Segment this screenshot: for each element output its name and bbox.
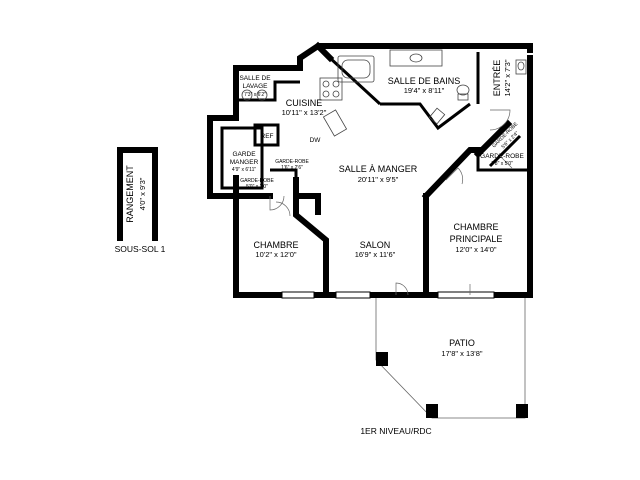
garde-robe-principale-label: GARDE-ROBE: [480, 153, 524, 160]
main-walls: [207, 41, 533, 298]
chambre-principale-label-2: PRINCIPALE: [450, 234, 503, 244]
patio-label: PATIO: [449, 338, 475, 348]
garde-robe-chambre-b-label: GARDE-ROBE: [240, 178, 274, 184]
salle-de-lavage-label-1: SALLE DE: [239, 75, 271, 82]
kitchen-sink-icon: [322, 109, 348, 137]
salle-de-lavage-label-2: LAVAGE: [242, 83, 268, 90]
level-main-label: 1ER NIVEAU/RDC: [360, 426, 431, 436]
salle-a-manger-dims: 20'11" x 9'5": [358, 175, 399, 184]
chambre-label: CHAMBRE: [253, 240, 298, 250]
rangement-dims: 4'0" x 9'3": [138, 177, 147, 210]
dw-label: DW: [310, 137, 322, 144]
dryer-icon: [256, 89, 268, 101]
room-labels: SALLE DE LAVAGE 7'3" x 6'2" CUISINE 10'1…: [230, 59, 525, 358]
garde-robe-chambre-b-dims: 5'0" x 2'0": [246, 184, 268, 190]
rangement-label: RANGEMENT: [125, 165, 135, 223]
bathtub-icon: [337, 55, 375, 83]
doors: [269, 109, 513, 296]
toilet-icon: [456, 84, 470, 96]
garde-robe-chambre-a-label: GARDE-ROBE: [275, 159, 309, 165]
patio-dims: 17'8" x 13'8": [441, 349, 482, 358]
salle-a-manger-label: SALLE À MANGER: [339, 164, 418, 174]
salle-de-lavage-dims: 7'3" x 6'2": [244, 92, 266, 98]
rangement-walls: [117, 147, 158, 241]
entree-dims: 14'2" x 7'3": [503, 59, 512, 96]
rangement-unit: RANGEMENT 4'0" x 9'3": [117, 147, 158, 241]
fixtures: [241, 49, 527, 137]
chambre-dims: 10'2" x 12'0": [255, 250, 296, 259]
garde-robe-principale-dims: 7'8" x 5'0": [491, 161, 513, 167]
ref-label: REF: [261, 133, 274, 140]
patio: [375, 298, 528, 419]
stove-icon: [319, 77, 343, 101]
cuisine-dims: 10'11" x 13'2": [282, 108, 327, 117]
garde-manger-label-1: GARDE: [232, 151, 256, 158]
garde-manger-label-2: MANGER: [230, 159, 259, 166]
garde-robe-chambre-a-dims: 1'6" x 2'6": [281, 165, 303, 171]
salon-dims: 16'9" x 11'6": [355, 250, 396, 259]
entree-label: ENTRÉE: [492, 60, 502, 97]
windows: [281, 291, 495, 299]
chambre-principale-dims: 12'0" x 14'0": [455, 245, 496, 254]
cuisine-label: CUISINE: [286, 98, 323, 108]
chambre-principale-label-1: CHAMBRE: [453, 222, 498, 232]
level-basement-label: SOUS-SOL 1: [115, 244, 166, 254]
salle-de-bains-label: SALLE DE BAINS: [388, 76, 461, 86]
sink-icon: [409, 53, 423, 63]
garde-manger-dims: 4'9" x 6'11": [232, 167, 256, 173]
salle-de-bains-dims: 19'4" x 8'11": [404, 86, 445, 95]
salon-label: SALON: [360, 240, 391, 250]
washer-icon: [241, 89, 253, 101]
